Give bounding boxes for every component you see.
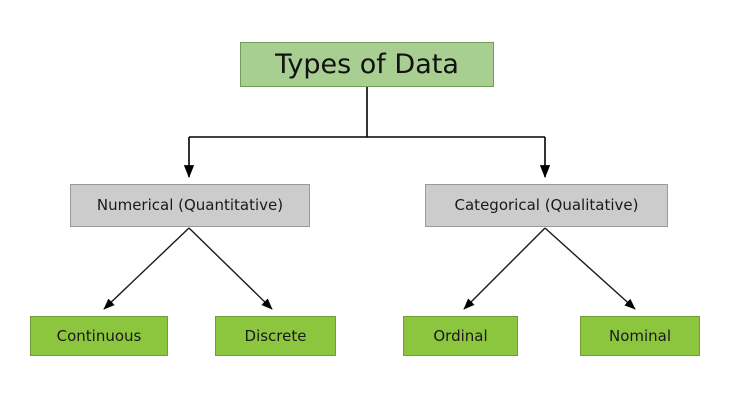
connector-numerical-to-discrete <box>188 227 273 310</box>
node-label-categorical-qualitative: Categorical (Qualitative) <box>454 196 639 215</box>
node-continuous[interactable]: Continuous <box>30 316 168 356</box>
node-types-of-data[interactable]: Types of Data <box>240 42 494 87</box>
node-ordinal[interactable]: Ordinal <box>403 316 518 356</box>
node-categorical-qualitative[interactable]: Categorical (Qualitative) <box>425 184 668 227</box>
connector-numerical-to-continuous <box>103 227 190 310</box>
node-nominal[interactable]: Nominal <box>580 316 700 356</box>
node-label-types-of-data: Types of Data <box>275 48 459 80</box>
node-label-continuous: Continuous <box>56 326 142 345</box>
node-discrete[interactable]: Discrete <box>215 316 336 356</box>
node-label-discrete: Discrete <box>244 326 307 345</box>
connector-categorical-to-nominal <box>544 227 636 310</box>
node-label-nominal: Nominal <box>608 326 672 345</box>
connector-categorical-to-ordinal <box>463 227 546 310</box>
node-label-numerical-quantitative: Numerical (Quantitative) <box>96 196 284 215</box>
node-numerical-quantitative[interactable]: Numerical (Quantitative) <box>70 184 310 227</box>
node-label-ordinal: Ordinal <box>433 326 488 345</box>
